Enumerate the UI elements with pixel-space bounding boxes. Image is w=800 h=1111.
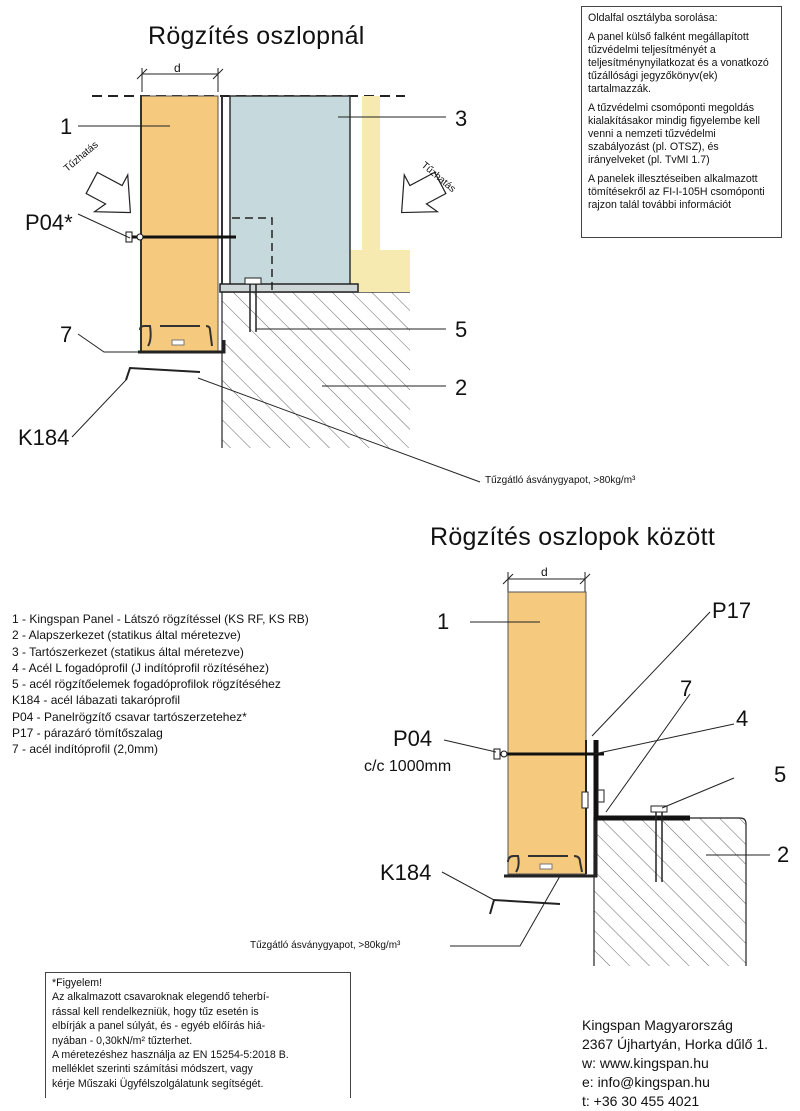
warning-line: Az alkalmazott csavaroknak elegendő tehe… bbox=[52, 991, 270, 1004]
legend-item: 1 - Kingspan Panel - Látszó rögzítéssel … bbox=[12, 612, 309, 626]
legend-item: K184 - acél lábazati takaróprofil bbox=[12, 693, 181, 708]
warning-box: *Figyelem! Az alkalmazott csavaroknak el… bbox=[45, 972, 351, 1098]
l-profile-4 bbox=[593, 740, 690, 821]
steel-column-3 bbox=[229, 95, 351, 287]
mineral-wool-top: Tűzgátló ásványgyapot, >80kg/m³ bbox=[485, 475, 636, 486]
callout-1-top: 1 bbox=[60, 114, 73, 139]
yellow-strip bbox=[362, 96, 380, 292]
dim-d-bottom: d bbox=[541, 565, 548, 579]
title-bottom: Rögzítés oszlopok között bbox=[430, 523, 716, 551]
callout-p17: P17 bbox=[712, 598, 752, 623]
spacing-label: c/c 1000mm bbox=[364, 758, 452, 775]
legend-item: 3 - Tartószerkezet (statikus által méret… bbox=[12, 644, 244, 659]
legend-item: P04 - Panelrögzítő csavar tartószerzeteh… bbox=[12, 709, 247, 724]
email-link[interactable]: e: info@kingspan.hu bbox=[582, 1074, 710, 1090]
legend: 1 - Kingspan Panel - Látszó rögzítéssel … bbox=[12, 611, 309, 758]
callout-7-bottom: 7 bbox=[680, 676, 693, 701]
bottom-drawing bbox=[441, 572, 770, 966]
callout-3-top: 3 bbox=[455, 106, 468, 131]
info-para-1: A panel külső falként megállapított tűzv… bbox=[588, 31, 769, 95]
fire-arrow-right bbox=[400, 171, 447, 214]
callout-2-bottom: 2 bbox=[777, 842, 790, 867]
phone-number: t: +36 30 455 4021 bbox=[582, 1093, 700, 1109]
callout-4: 4 bbox=[736, 706, 749, 731]
company-address: 2367 Újhartyán, Horka dűlő 1. bbox=[582, 1036, 768, 1052]
top-drawing bbox=[71, 68, 481, 483]
callout-5-top: 5 bbox=[455, 317, 468, 342]
legend-item: 4 - Acél L fogadóprofil (J indítóprofil … bbox=[12, 660, 270, 675]
website-link[interactable]: w: www.kingspan.hu bbox=[582, 1055, 709, 1071]
warning-line: melléklet szerinti számítási módszert, v… bbox=[52, 1063, 253, 1076]
legend-item: 7 - acél indítóprofil (2,0mm) bbox=[12, 742, 159, 757]
callout-7-top: 7 bbox=[60, 322, 73, 347]
fire-arrow-left bbox=[85, 171, 132, 214]
mineral-wool-bottom: Tűzgátló ásványgyapot, >80kg/m³ bbox=[250, 940, 401, 951]
warning-line: rással kell rendelkezniük, hogy tűz eset… bbox=[52, 1005, 259, 1018]
callout-1-bottom: 1 bbox=[437, 609, 450, 634]
contact-block: Kingspan Magyarország 2367 Újhartyán, Ho… bbox=[582, 1016, 768, 1111]
warning-line: elbírják a panel súlyát, és - egyéb előí… bbox=[52, 1020, 266, 1033]
company-name: Kingspan Magyarország bbox=[582, 1017, 733, 1033]
info-para-2: A tűzvédelmi csomóponti megoldás kialakí… bbox=[588, 102, 760, 166]
warning-line: nyában - 0,30kN/m² tűzterhet. bbox=[52, 1034, 193, 1047]
legend-item: 5 - acél rögzítőelemek fogadóprofilok rö… bbox=[12, 677, 281, 692]
legend-item: 2 - Alapszerkezet (statikus által mérete… bbox=[12, 628, 241, 643]
warning-title: *Figyelem! bbox=[52, 977, 103, 989]
warning-line: A méretezéshez használja az EN 15254-5:2… bbox=[52, 1049, 289, 1062]
panel-1-bottom bbox=[507, 591, 587, 875]
info-para-3: A panelek illesztéseiben alkalmazott töm… bbox=[588, 173, 765, 211]
callout-k184-top: K184 bbox=[18, 425, 70, 450]
title-top: Rögzítés oszlopnál bbox=[148, 22, 365, 50]
callout-2-top: 2 bbox=[455, 375, 468, 400]
info-box: Oldalfal osztályba sorolása: A panel kül… bbox=[581, 6, 782, 238]
panel-1 bbox=[140, 95, 219, 353]
callout-5-bottom: 5 bbox=[774, 762, 787, 787]
legend-item: P17 - párazáró tömítőszalag bbox=[12, 726, 163, 741]
info-heading: Oldalfal osztályba sorolása: bbox=[588, 12, 718, 24]
callout-p04-bottom: P04 bbox=[393, 726, 433, 751]
callout-k184-bottom: K184 bbox=[380, 860, 432, 885]
warning-line: kérje Műszaki Ügyfélszolgálatunk segítsé… bbox=[52, 1077, 264, 1090]
dim-d-top: d bbox=[174, 61, 181, 75]
callout-p04-top: P04* bbox=[25, 210, 73, 235]
foundation-2-bottom bbox=[594, 818, 746, 966]
